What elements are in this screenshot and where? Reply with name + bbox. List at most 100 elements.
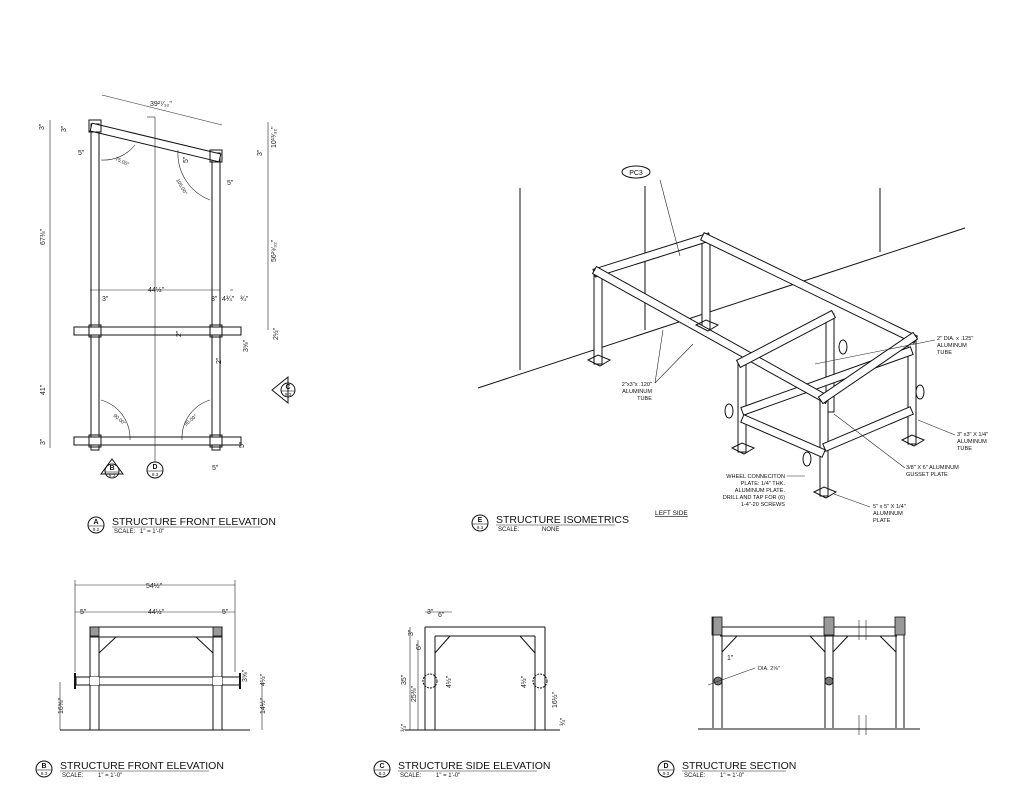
callout-line: ALUMINUM — [937, 343, 967, 349]
dim-w1: 3" — [427, 609, 434, 616]
dim-top-left-5: 5" — [78, 150, 85, 157]
section-marker-d[interactable]: D 9.3 — [146, 461, 164, 479]
dim-top-length: 39²⁷⁄₃₂" — [150, 101, 172, 108]
view-letter: B — [41, 763, 46, 770]
dim-right-5: 5" — [222, 609, 229, 616]
dim-plate: 4½" — [259, 673, 267, 686]
dim-bottom-5: 5" — [212, 465, 219, 472]
dim-right-low: 16½" — [551, 691, 559, 708]
callout-gusset: 3/8" X 6" ALUMINUM GUSSET PLATE — [906, 465, 959, 478]
callout-line: 3" x3" X 1/4" — [957, 432, 988, 438]
section-marker-b[interactable]: B 9.3 — [100, 458, 124, 479]
angle-top-left: 75.00° — [114, 156, 130, 168]
callout-base-plate: 5" x 5" X 1/4" ALUMINUM PLATE — [873, 504, 906, 524]
view-b-front-elevation: 54½" 44½" 5" 5" 16⅝" 14½" 3⅝" 4½" — [58, 580, 267, 731]
view-letter: A — [93, 519, 98, 526]
view-letter: E — [478, 517, 483, 524]
scale-value: 1" = 1'-0" — [720, 773, 744, 779]
dim-rail: 3⅝" — [242, 669, 249, 682]
section-marker-c[interactable]: C 9.3 — [271, 375, 296, 405]
callout-line: ALUMINUM — [873, 511, 903, 517]
callout-line: ALUMINUM — [957, 439, 987, 445]
scale-label: SCALE: — [62, 773, 84, 779]
dim-left-height: 67⅜" — [40, 228, 47, 245]
dim-base-right: ¾" — [560, 717, 567, 726]
dim-overall: 54½" — [146, 582, 163, 590]
angle-bottom-left: 90.00° — [112, 413, 127, 427]
view-sheet: 9.2 — [93, 527, 100, 532]
view-letter: D — [663, 763, 668, 770]
dim-left-5: 5" — [80, 609, 87, 616]
view-title: STRUCTURE SIDE ELEVATION — [398, 760, 550, 772]
angle-bottom-right: 90.00° — [183, 414, 198, 428]
dim-top-right-5: 5" — [227, 180, 234, 187]
view-sheet: 9.3 — [663, 771, 670, 776]
callout-line: 2" DIA. x .125" — [937, 336, 973, 342]
view-sheet: 9.3 — [41, 771, 48, 776]
callout-round-tube: 2" DIA. x .125" ALUMINUM TUBE — [937, 336, 973, 356]
dim-left-top: 3" — [39, 123, 46, 130]
dim-left-top2: 3" — [61, 125, 68, 132]
view-a-front-elevation: 39²⁷⁄₃₂" 3" 3" 67⅜" 41" 3" 10¹³⁄₃₂" 3" 5… — [39, 94, 296, 479]
dim-bottom-right-5: 5" — [239, 441, 246, 448]
scale-value: 1" = 1'-0" — [140, 529, 164, 535]
dim-offset1: 4¾" — [222, 296, 235, 303]
callout-line: 5" x 5" X 1/4" — [873, 504, 906, 510]
callout-line: TUBE — [957, 446, 972, 452]
dim-offset2: ¾" — [240, 296, 249, 303]
dim-w2: 6" — [438, 612, 445, 619]
dim-h2: 6" — [416, 643, 423, 650]
view-title: STRUCTURE SECTION — [682, 760, 796, 772]
marker-c-sheet: 9.3 — [285, 392, 292, 397]
dim-total: 35" — [401, 674, 408, 685]
dim-right-height: 56²⁹⁄₃₂" — [271, 239, 278, 262]
dim-rail-low: 2" — [216, 357, 223, 364]
marker-b-letter: B — [109, 465, 114, 472]
dim-right-rail: 2½" — [272, 327, 280, 340]
callout-line: GUSSET PLATE — [906, 472, 948, 478]
view-sheet: 9.3 — [379, 771, 386, 776]
callout-line: ALUMINUM PLATE. — [735, 488, 786, 494]
dim-rail-drop: 3⅝" — [243, 339, 250, 352]
dim-base-left: ¾" — [401, 723, 408, 732]
view-title: STRUCTURE FRONT ELEVATION — [60, 760, 224, 772]
pc3-tag: PC3 — [621, 165, 651, 179]
view-e-isometric: PC3 2" DIA. x .125" ALUMINUM TUBE 2"x3"x… — [477, 165, 988, 524]
iso-frame — [586, 179, 956, 508]
pc3-label: PC3 — [629, 170, 643, 177]
marker-c-letter: C — [285, 384, 290, 391]
view-c-side-elevation: 3" 6" 3" 6" 35" 25⅜" 4½" 4½" 16½" ¾" ¾" — [401, 609, 567, 732]
marker-d-sheet: 9.3 — [152, 472, 159, 477]
scale-label: SCALE: — [400, 773, 422, 779]
scale-label: SCALE: — [498, 527, 520, 533]
callout-square-tube: 3" x3" X 1/4" ALUMINUM TUBE — [957, 432, 988, 452]
dim-gap: 1" — [727, 655, 734, 662]
callout-line: ALUMINUM — [622, 389, 652, 395]
dim-right-top: 10¹³⁄₃₂" — [271, 126, 278, 148]
view-title: STRUCTURE ISOMETRICS — [496, 514, 629, 526]
title-block-d: D 9.3 STRUCTURE SECTION SCALE: 1" = 1'-0… — [657, 760, 796, 779]
callout-line: WHEEL CONNECITON — [726, 474, 785, 480]
title-block-c: C 9.3 STRUCTURE SIDE ELEVATION SCALE: 1"… — [373, 760, 550, 779]
dim-post-left: 3" — [102, 296, 109, 303]
callout-line: PLATE — [873, 518, 891, 524]
callout-line: 3/8" X 6" ALUMINUM — [906, 465, 959, 471]
frame-a — [49, 94, 269, 462]
dim-rail-mid: 2" — [176, 330, 183, 337]
dim-left-bottom: 3" — [40, 438, 47, 445]
scale-label: SCALE: — [114, 529, 136, 535]
dim-span: 44½" — [148, 286, 165, 294]
title-block-b: B 9.3 STRUCTURE FRONT ELEVATION SCALE: 1… — [35, 760, 224, 779]
view-d-section: 1" DIA. 2⅝" — [698, 616, 920, 735]
view-letter: C — [379, 763, 384, 770]
dim-hub-right: 4½" — [520, 675, 528, 688]
callout-wheel-plate: WHEEL CONNECITON PLATE: 1/4" THK. ALUMIN… — [723, 474, 786, 508]
scale-value: NONE — [542, 527, 559, 533]
title-block-e: E 9.3 STRUCTURE ISOMETRICS SCALE: NONE — [471, 514, 629, 533]
left-side-label: LEFT SIDE — [655, 510, 688, 517]
dim-post-right: 3" — [211, 296, 218, 303]
callout-line: PLATE: 1/4" THK. — [741, 481, 786, 487]
dim-top-right-5b: 5" — [183, 156, 190, 163]
dim-h1: 3" — [408, 629, 415, 636]
